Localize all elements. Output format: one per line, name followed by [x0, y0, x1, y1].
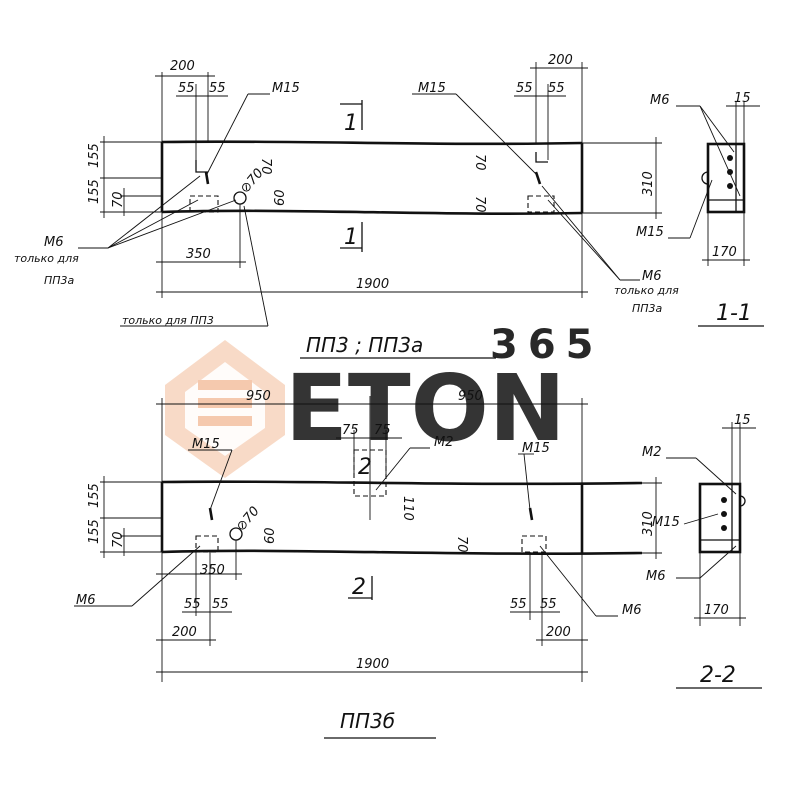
- dim-950-left: 950: [246, 389, 271, 404]
- dim-155-top: 155: [87, 143, 102, 168]
- dim2-310: 310: [641, 511, 656, 536]
- dim-55-b: 55: [209, 81, 226, 96]
- sec2-label-m2: M2: [642, 445, 662, 460]
- title-pp3b: ПП3б: [340, 709, 395, 733]
- dim-310: 310: [641, 171, 656, 196]
- dim-950-right: 950: [458, 389, 483, 404]
- label-m15-right: M15: [418, 81, 446, 96]
- dim-1900: 1900: [356, 277, 389, 292]
- dim-55-a: 55: [178, 81, 195, 96]
- dim2-55-b: 55: [212, 597, 229, 612]
- sec1-label-m6: M6: [650, 93, 670, 108]
- dim2-55-c: 55: [510, 597, 527, 612]
- dim-70-c: 70: [472, 196, 487, 213]
- dim2-hole: ⊘70: [234, 504, 263, 535]
- dim-70-a: 70: [258, 158, 273, 175]
- watermark-text: ETON: [285, 355, 566, 462]
- note-right-2: ПП3а: [632, 302, 663, 315]
- dim2-1900: 1900: [356, 657, 389, 672]
- label-m2: M2: [434, 435, 454, 450]
- note-bottom: только для ПП3: [122, 314, 214, 327]
- dim-55-d: 55: [548, 81, 565, 96]
- dim-55-c: 55: [516, 81, 533, 96]
- panel1-top-edge: [161, 140, 583, 146]
- label-m6-right: M6: [642, 269, 662, 284]
- sec2-dim-170: 170: [704, 603, 729, 618]
- section1-title: 1-1: [716, 301, 752, 326]
- dim2-200-right: 200: [546, 625, 571, 640]
- panel1-bottom-edge: [161, 209, 583, 215]
- dim-75-b: 75: [374, 423, 391, 438]
- dim-110: 110: [400, 496, 415, 521]
- hole-icon: [233, 191, 247, 205]
- dim2-155-bot: 155: [87, 519, 102, 544]
- m2-box: [353, 449, 387, 497]
- sec1-dim-15: 15: [734, 91, 751, 106]
- dim2-55-a: 55: [184, 597, 201, 612]
- drawing-pp3b-plan: 950 950 75 75 2 M2 110 155 155 70 ⊘70 60…: [74, 389, 662, 739]
- sec1-dim-170: 170: [712, 245, 737, 260]
- dim2-70-left: 70: [111, 531, 126, 548]
- box-mark-2: 2: [358, 455, 372, 480]
- note-left: только для: [14, 252, 79, 265]
- label2-m15-right: M15: [522, 441, 550, 456]
- label-m6-left: M6: [44, 235, 64, 250]
- dim-70-b: 70: [472, 154, 487, 171]
- watermark-number: 365: [490, 322, 604, 368]
- sec1-label-m15: M15: [636, 225, 664, 240]
- dim-60: 60: [273, 189, 288, 206]
- note-left-2: ПП3а: [44, 274, 75, 287]
- drawing-pp3-plan: 200 55 55 200 55 55 155 155 70 70 ⊘70 60: [14, 53, 679, 359]
- section-mark-1-top: 1: [344, 111, 358, 136]
- section1-profile: [706, 142, 746, 214]
- section-1-1: 15 M6 M15 170 1-1: [636, 91, 764, 327]
- sec2-label-m6: M6: [646, 569, 666, 584]
- dim-200-right: 200: [548, 53, 573, 68]
- sec2-label-m15: M15: [652, 515, 680, 530]
- dim2-60: 60: [263, 527, 278, 544]
- section-2-2: 15 M2 M15 M6 170 2-2: [642, 413, 762, 689]
- dim2-55-d: 55: [540, 597, 557, 612]
- dim-75-a: 75: [342, 423, 359, 438]
- dim-200-left: 200: [170, 59, 195, 74]
- dim2-155-top: 155: [87, 483, 102, 508]
- dim2-200-left: 200: [172, 625, 197, 640]
- dim2-350: 350: [200, 563, 225, 578]
- dim-155-bot: 155: [87, 179, 102, 204]
- section-mark-2: 2: [352, 575, 366, 600]
- label-m15-left: M15: [272, 81, 300, 96]
- dim-70-left: 70: [111, 191, 126, 208]
- dim-350: 350: [186, 247, 211, 262]
- dim2-70-right: 70: [454, 536, 469, 553]
- sec2-dim-15: 15: [734, 413, 751, 428]
- watermark: ETON 365: [165, 322, 604, 478]
- note-right: только для: [614, 284, 679, 297]
- section2-title: 2-2: [700, 663, 736, 688]
- title-pp3: ПП3 ; ПП3а: [306, 333, 423, 357]
- panel2-top-edge: [161, 480, 643, 486]
- section2-profile: [698, 482, 742, 554]
- watermark-logo-icon: [165, 340, 285, 478]
- label2-m6-right: M6: [622, 603, 642, 618]
- label2-m6-left: M6: [76, 593, 96, 608]
- panel2-bottom-edge: [161, 549, 643, 555]
- label2-m15-left: M15: [192, 437, 220, 452]
- section-mark-1-bottom: 1: [344, 225, 358, 250]
